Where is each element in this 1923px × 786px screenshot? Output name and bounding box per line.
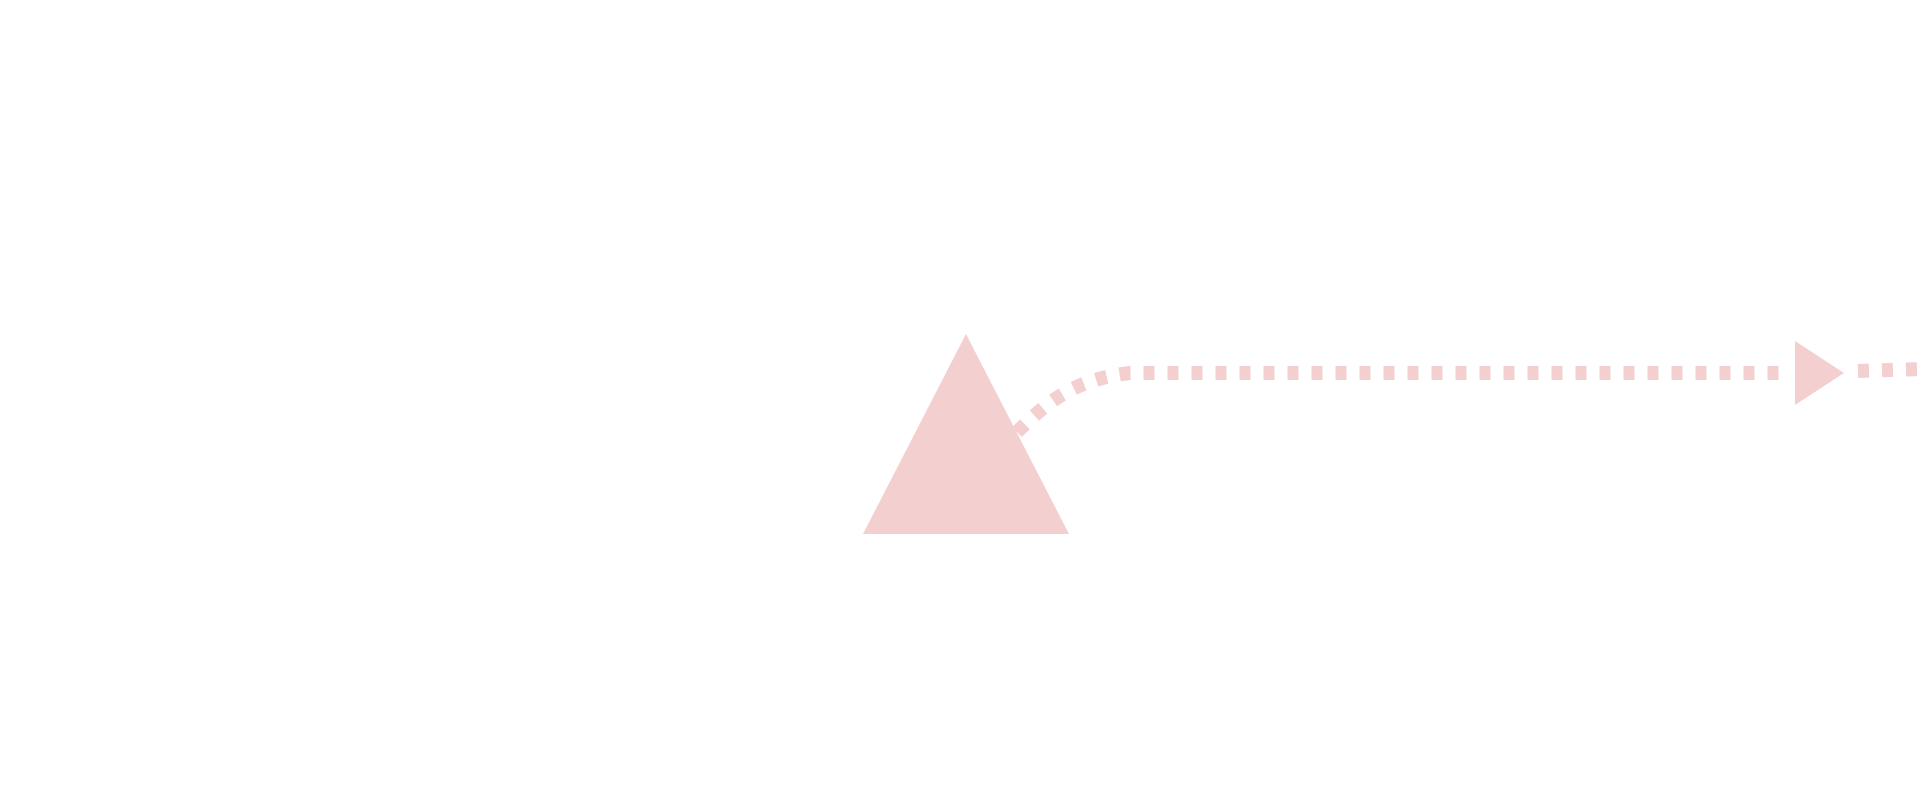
dotted-connector <box>1012 366 1781 438</box>
triangle-shape <box>863 334 1069 534</box>
arrowhead-icon <box>1795 341 1844 405</box>
dotted-connector-tail <box>1857 362 1923 378</box>
